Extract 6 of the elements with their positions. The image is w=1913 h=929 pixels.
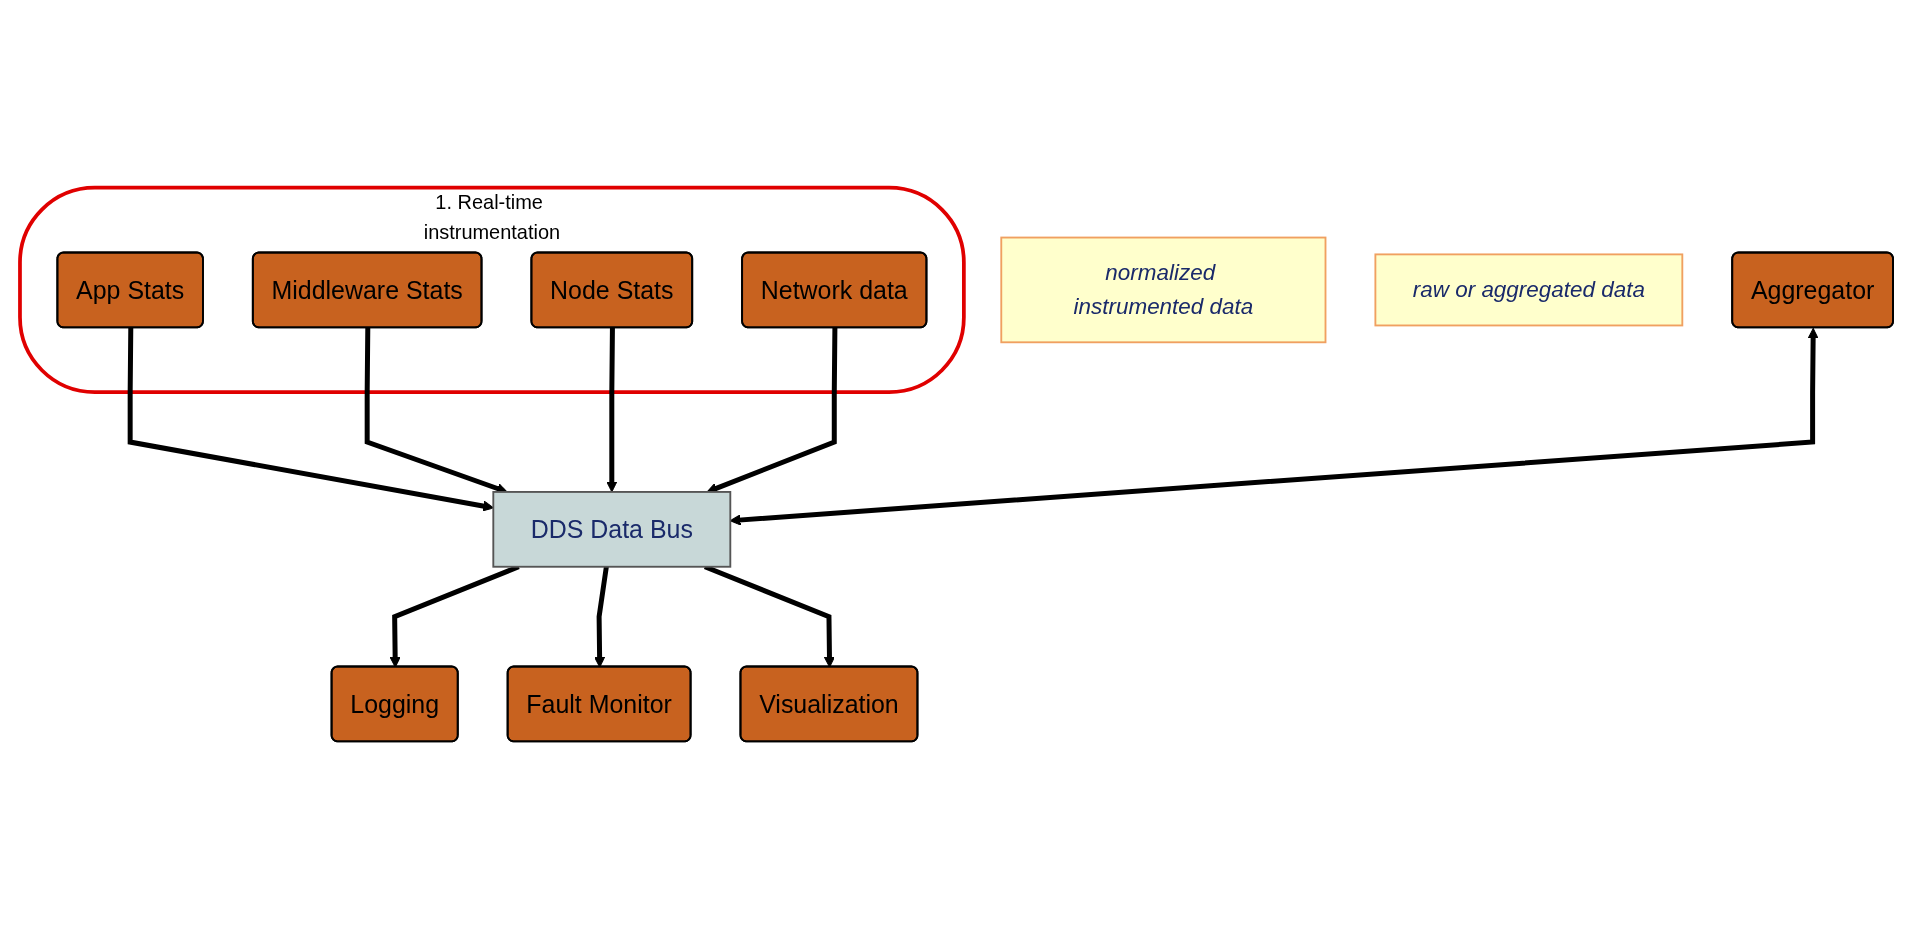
arrow [594,566,609,668]
arrow [127,327,494,512]
node-box: DDS Data Bus [492,491,732,568]
node-box: raw or aggregated data [1374,253,1684,327]
arrow [606,327,618,493]
node-box: normalized instrumented data [1000,236,1327,344]
